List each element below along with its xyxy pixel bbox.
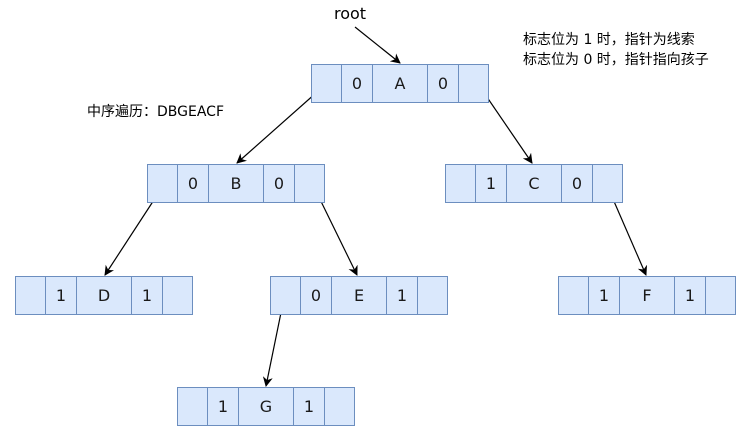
ltag-cell: 1 [207, 387, 239, 426]
rchild-pointer-cell [592, 164, 623, 203]
edge-root-to-A [354, 26, 401, 64]
legend: 标志位为 1 时，指针为线索 标志位为 0 时，指针指向孩子 [523, 30, 709, 70]
rtag-cell: 1 [674, 276, 706, 315]
node-B: 0 B 0 [147, 164, 325, 203]
node-G: 1 G 1 [177, 387, 355, 426]
lchild-pointer-cell [147, 164, 178, 203]
edge-A-to-B [236, 84, 326, 164]
ltag-cell: 1 [45, 276, 77, 315]
root-label: root [334, 4, 367, 23]
ltag-cell: 0 [177, 164, 209, 203]
lchild-pointer-cell [177, 387, 208, 426]
lchild-pointer-cell [311, 64, 342, 103]
node-E: 0 E 1 [270, 276, 448, 315]
legend-line-1: 标志位为 1 时，指针为线索 [523, 32, 695, 48]
rtag-cell: 1 [293, 387, 325, 426]
lchild-pointer-cell [15, 276, 46, 315]
lchild-pointer-cell [270, 276, 301, 315]
node-A: 0 A 0 [311, 64, 489, 103]
data-cell: E [331, 276, 387, 315]
rchild-pointer-cell [705, 276, 736, 315]
ltag-cell: 1 [475, 164, 507, 203]
node-D: 1 D 1 [15, 276, 193, 315]
data-cell: F [619, 276, 675, 315]
rtag-cell: 0 [263, 164, 295, 203]
node-C: 1 C 0 [445, 164, 623, 203]
rchild-pointer-cell [294, 164, 325, 203]
rtag-cell: 1 [131, 276, 163, 315]
rchild-pointer-cell [162, 276, 193, 315]
lchild-pointer-cell [558, 276, 589, 315]
ltag-cell: 0 [341, 64, 373, 103]
ltag-cell: 0 [300, 276, 332, 315]
data-cell: D [76, 276, 132, 315]
legend-line-2: 标志位为 0 时，指针指向孩子 [523, 52, 709, 68]
data-cell: B [208, 164, 264, 203]
rchild-pointer-cell [324, 387, 355, 426]
ltag-cell: 1 [588, 276, 620, 315]
lchild-pointer-cell [445, 164, 476, 203]
rtag-cell: 1 [386, 276, 418, 315]
rtag-cell: 0 [561, 164, 593, 203]
rchild-pointer-cell [458, 64, 489, 103]
data-cell: C [506, 164, 562, 203]
inorder-traversal-label: 中序遍历：DBGEACF [87, 104, 224, 120]
data-cell: G [238, 387, 294, 426]
rtag-cell: 0 [427, 64, 459, 103]
rchild-pointer-cell [417, 276, 448, 315]
data-cell: A [372, 64, 428, 103]
node-F: 1 F 1 [558, 276, 736, 315]
